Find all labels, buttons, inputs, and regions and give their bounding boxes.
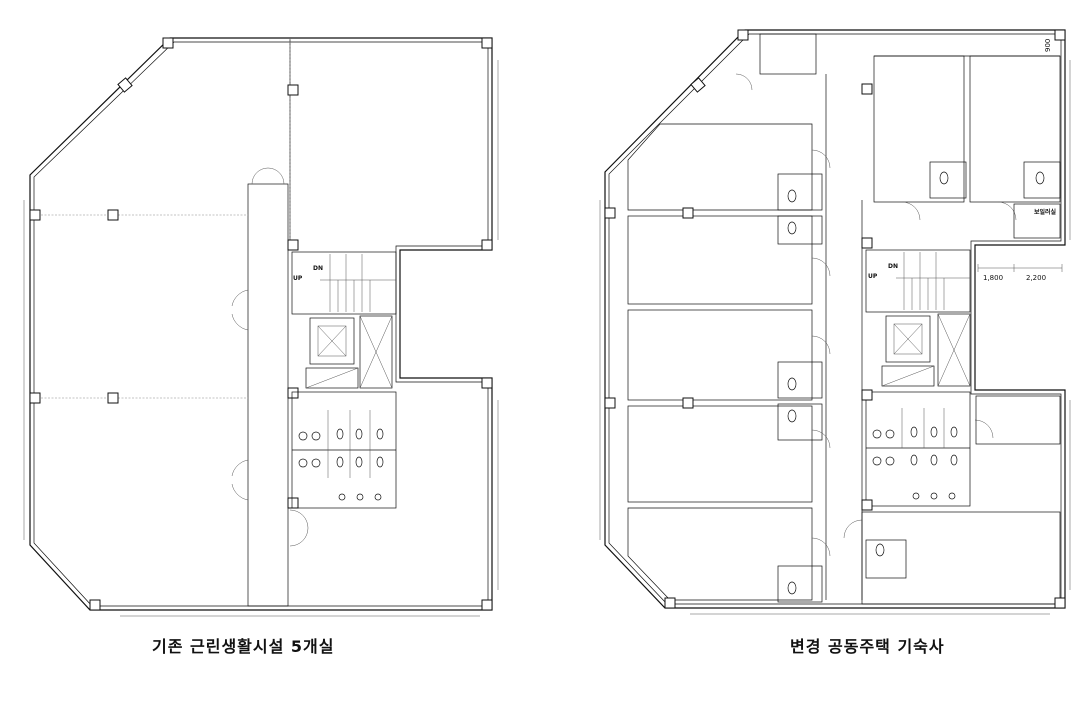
left-door <box>289 509 309 547</box>
changed-floor-plan: DN UP 보일 <box>599 29 1071 615</box>
right-stair-up: UP <box>868 273 878 280</box>
right-room-7 <box>861 511 1061 605</box>
right-door <box>997 201 1017 221</box>
right-stair-treads <box>896 252 970 310</box>
right-room-1 <box>627 123 813 211</box>
right-door <box>843 519 863 539</box>
right-bath-pods <box>777 173 823 603</box>
right-column <box>604 397 616 409</box>
right-column <box>861 83 873 95</box>
right-column <box>664 597 676 609</box>
right-door <box>901 201 921 221</box>
left-column <box>287 387 299 399</box>
left-outer-wall <box>29 37 493 611</box>
right-room-3 <box>627 309 813 401</box>
left-stair <box>291 251 397 315</box>
right-inner-wall <box>608 33 1062 605</box>
right-column <box>861 389 873 401</box>
dimension-900: 900 <box>1044 39 1052 52</box>
right-door <box>811 537 831 557</box>
right-column <box>861 499 873 511</box>
left-column <box>162 37 174 49</box>
right-column <box>1054 29 1066 41</box>
left-duct <box>305 367 359 389</box>
left-door <box>251 167 285 185</box>
right-door <box>974 419 994 439</box>
left-column <box>29 209 41 221</box>
right-door <box>811 335 831 355</box>
right-stair <box>865 249 971 313</box>
right-column <box>682 397 694 409</box>
right-unit-a-bath <box>929 161 967 199</box>
left-stair-dn: DN <box>313 265 323 272</box>
right-unit-a <box>873 55 965 203</box>
right-room-5 <box>627 507 813 601</box>
left-door <box>231 459 249 501</box>
right-room-2 <box>627 215 813 305</box>
left-column <box>481 239 493 251</box>
left-column <box>107 392 119 404</box>
dimension-1800: 1,800 <box>983 274 1003 282</box>
left-column <box>287 239 299 251</box>
right-dimension-line <box>977 264 1063 272</box>
left-door <box>231 289 249 331</box>
left-column <box>89 599 101 611</box>
left-column <box>117 77 133 93</box>
left-column <box>481 599 493 611</box>
right-door <box>811 149 831 169</box>
right-unit-b <box>969 55 1061 203</box>
right-elevator <box>885 315 931 363</box>
right-column <box>682 207 694 219</box>
right-shaft <box>937 313 971 387</box>
right-toilet-block <box>865 391 971 507</box>
right-column <box>737 29 749 41</box>
right-stair-dn: DN <box>888 263 898 270</box>
left-toilet-fixtures <box>298 410 384 501</box>
existing-plan-caption: 기존 근린생활시설 5개실 <box>152 637 335 656</box>
right-outer-wall <box>604 29 1066 609</box>
right-column <box>1054 597 1066 609</box>
right-column <box>861 237 873 249</box>
left-column <box>481 37 493 49</box>
right-top-room <box>759 33 817 75</box>
right-door <box>735 73 753 91</box>
left-column <box>287 84 299 96</box>
right-toilet-fixtures <box>872 408 958 500</box>
left-column <box>107 209 119 221</box>
right-boiler-room <box>1013 203 1061 239</box>
changed-plan-caption: 변경 공동주택 기숙사 <box>790 637 945 656</box>
left-stair-treads <box>320 254 396 312</box>
left-corridor <box>247 183 289 607</box>
right-column <box>604 207 616 219</box>
left-column <box>287 497 299 509</box>
right-room-7-bath <box>865 539 907 579</box>
left-column <box>481 377 493 389</box>
right-boiler-room-label: 보일러실 <box>1034 208 1057 216</box>
right-room-4 <box>627 405 813 503</box>
left-elevator-car <box>317 325 347 357</box>
left-inner-wall <box>33 41 489 607</box>
left-column <box>29 392 41 404</box>
left-shaft <box>359 315 393 389</box>
dimension-2200: 2,200 <box>1026 274 1046 282</box>
left-stair-up: UP <box>293 275 303 282</box>
right-column <box>690 77 706 93</box>
right-door <box>811 429 831 449</box>
right-room-6 <box>975 395 1061 445</box>
left-elevator <box>309 317 355 365</box>
right-unit-b-bath <box>1023 161 1061 199</box>
right-duct <box>881 365 935 387</box>
right-door <box>811 257 831 277</box>
existing-floor-plan: DN UP <box>23 37 499 617</box>
